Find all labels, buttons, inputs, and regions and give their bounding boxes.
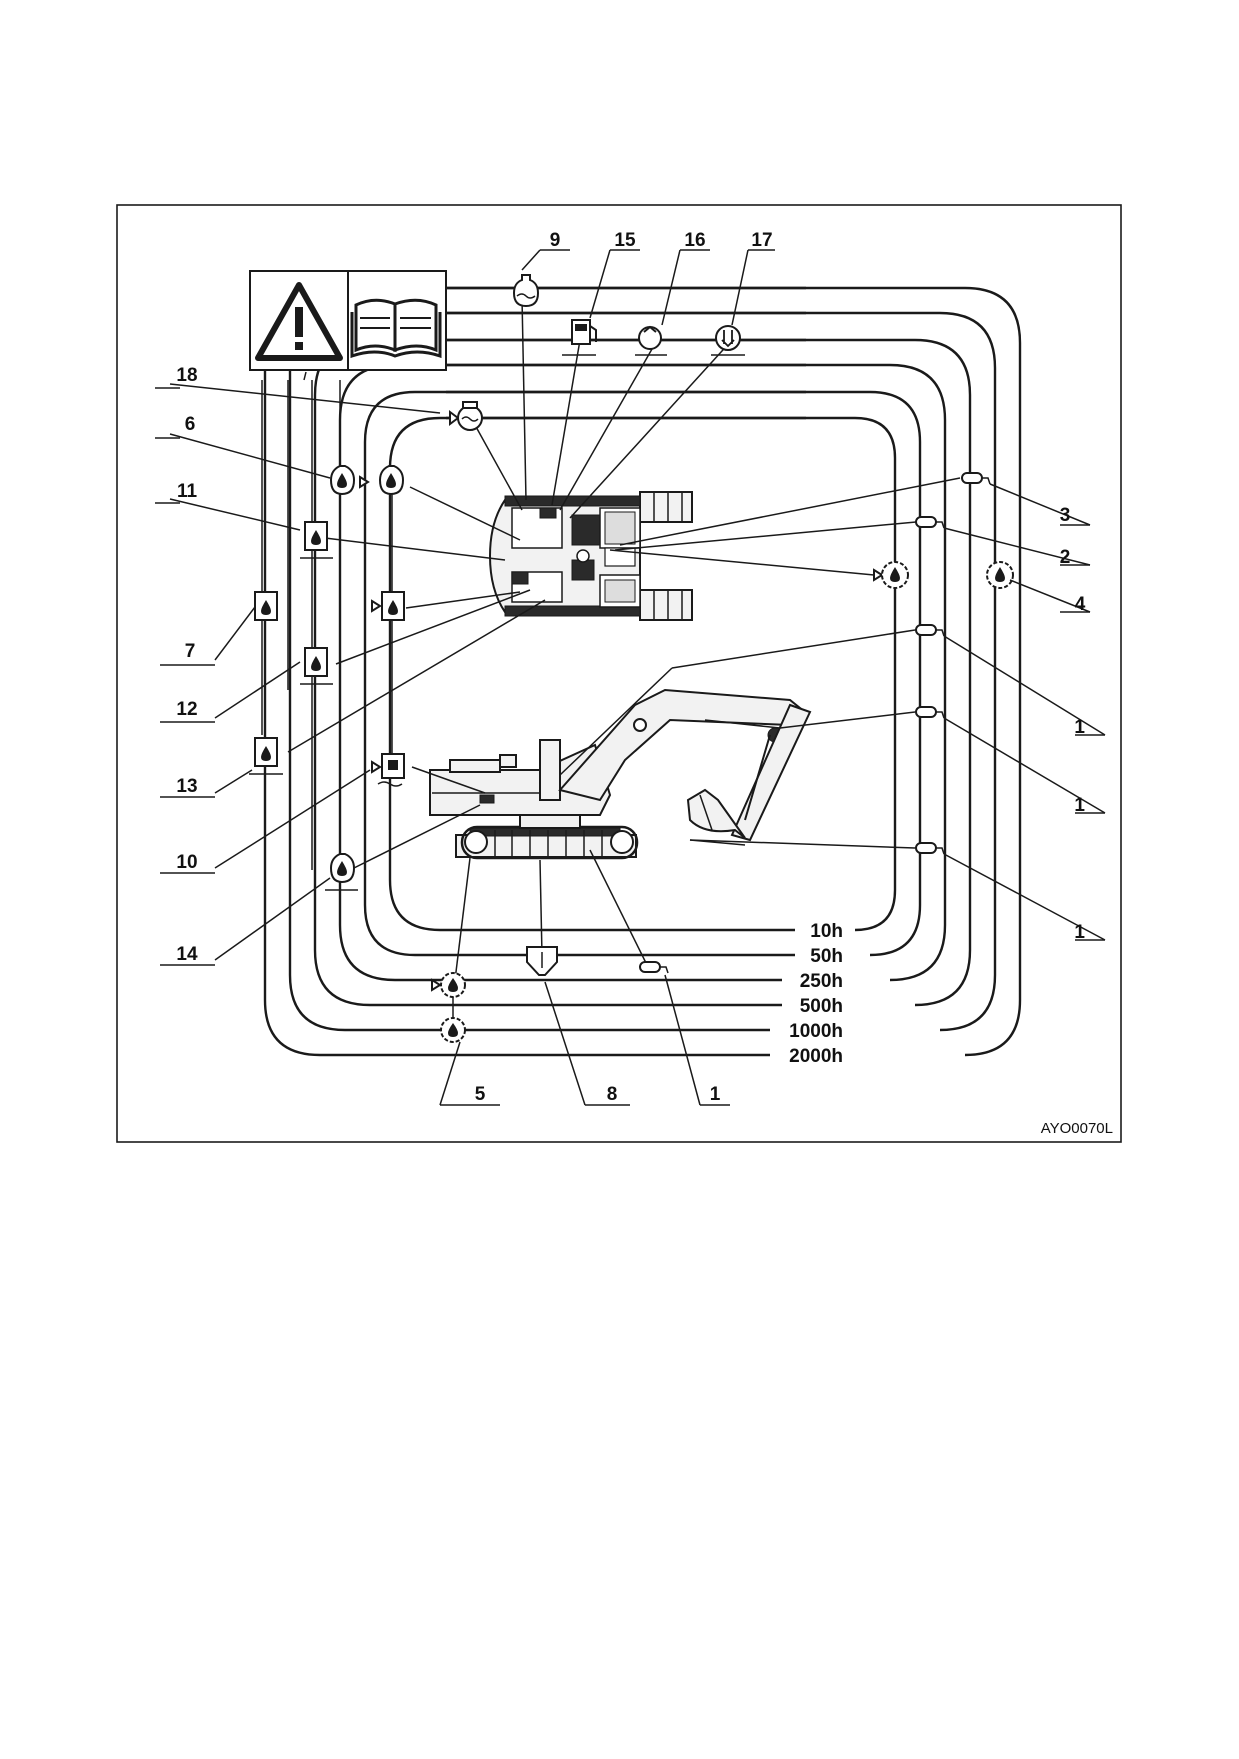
grease-nipple-icon	[639, 961, 669, 974]
callout-16: 16	[684, 230, 705, 251]
interval-labels: 10h 50h 250h 500h 1000h 2000h	[770, 918, 847, 1067]
grease-nipple-icon	[915, 706, 945, 719]
figure-code: AYO0070L	[1041, 1120, 1113, 1137]
callout-leaders	[155, 249, 1106, 1106]
interval-label-50h: 50h	[810, 946, 843, 967]
grease-nipple-icon	[915, 516, 945, 529]
callout-1: 1	[1074, 795, 1085, 816]
oil-container-icon	[249, 737, 283, 775]
lubrication-symbols	[249, 274, 1014, 1043]
water-separator-icon	[371, 753, 405, 787]
callout-9: 9	[550, 230, 561, 251]
gear-oil-icon	[986, 561, 1014, 589]
gear-oil-icon	[440, 1017, 466, 1043]
interval-label-250h: 250h	[800, 971, 843, 992]
callout-11: 11	[177, 481, 198, 502]
callout-1: 1	[1074, 717, 1085, 738]
oil-container-icon	[371, 591, 405, 621]
grease-nipple-icon	[961, 472, 991, 485]
callout-3: 3	[1060, 505, 1071, 526]
callout-17: 17	[751, 230, 772, 251]
ring-10h	[388, 416, 806, 932]
ring-250h	[338, 363, 806, 982]
ring-500h-right	[446, 338, 972, 1007]
gear-oil-icon	[431, 972, 466, 998]
machine-side-view	[429, 688, 812, 860]
interval-label-1000h: 1000h	[789, 1021, 843, 1042]
oil-drop-icon	[329, 465, 370, 496]
ring-50h	[363, 390, 806, 957]
oil-container-icon	[300, 521, 333, 559]
header-icons	[249, 270, 447, 371]
ring-500h	[313, 338, 806, 1007]
oil-drop-icon	[378, 465, 405, 496]
ring-1000h-right	[446, 311, 997, 1032]
oil-drop-icon	[325, 853, 358, 891]
ring-10h-right	[446, 416, 897, 932]
operator-manual-book-icon	[350, 298, 442, 359]
callout-10: 10	[176, 852, 197, 873]
callout-2: 2	[1060, 547, 1071, 568]
ring-2000h-right	[446, 286, 1022, 1057]
callout-6: 6	[185, 414, 196, 435]
callout-1: 1	[710, 1084, 721, 1105]
callout-14: 14	[176, 944, 198, 965]
grease-nipple-icon	[915, 842, 945, 855]
callout-5: 5	[475, 1084, 486, 1105]
callout-numbers: 1 1 1 1 2 3 4 5 6 7 8 9 10 11 12 13 14 1…	[176, 230, 1085, 1105]
leader-lines	[287, 297, 961, 1025]
fuel-pump-icon	[562, 319, 597, 356]
warning-triangle-icon	[255, 282, 343, 361]
water-separator-icon	[449, 401, 483, 431]
drain-funnel-icon	[526, 946, 558, 976]
callout-1: 1	[1074, 922, 1085, 943]
filter-icon	[635, 325, 667, 356]
gear-oil-icon	[873, 561, 909, 589]
interval-rings	[263, 286, 1022, 1057]
ring-250h-right	[446, 363, 947, 982]
callout-12: 12	[176, 699, 197, 720]
oil-container-icon	[300, 647, 333, 685]
oil-container-icon	[254, 591, 278, 621]
interval-label-500h: 500h	[800, 996, 843, 1017]
interval-label-10h: 10h	[810, 921, 843, 942]
callout-7: 7	[185, 641, 196, 662]
figure-frame	[116, 204, 1122, 1143]
air-cleaner-icon	[711, 325, 745, 356]
callout-4: 4	[1075, 594, 1086, 615]
coolant-icon	[512, 274, 540, 308]
callout-15: 15	[614, 230, 636, 251]
callout-13: 13	[176, 776, 197, 797]
ring-50h-right	[446, 390, 922, 957]
interval-label-2000h: 2000h	[789, 1046, 843, 1067]
grease-nipple-icon	[915, 624, 945, 637]
machine-top-view	[488, 491, 693, 621]
left-drop-lines	[261, 371, 393, 870]
callout-8: 8	[607, 1084, 618, 1105]
callout-18: 18	[176, 365, 197, 386]
